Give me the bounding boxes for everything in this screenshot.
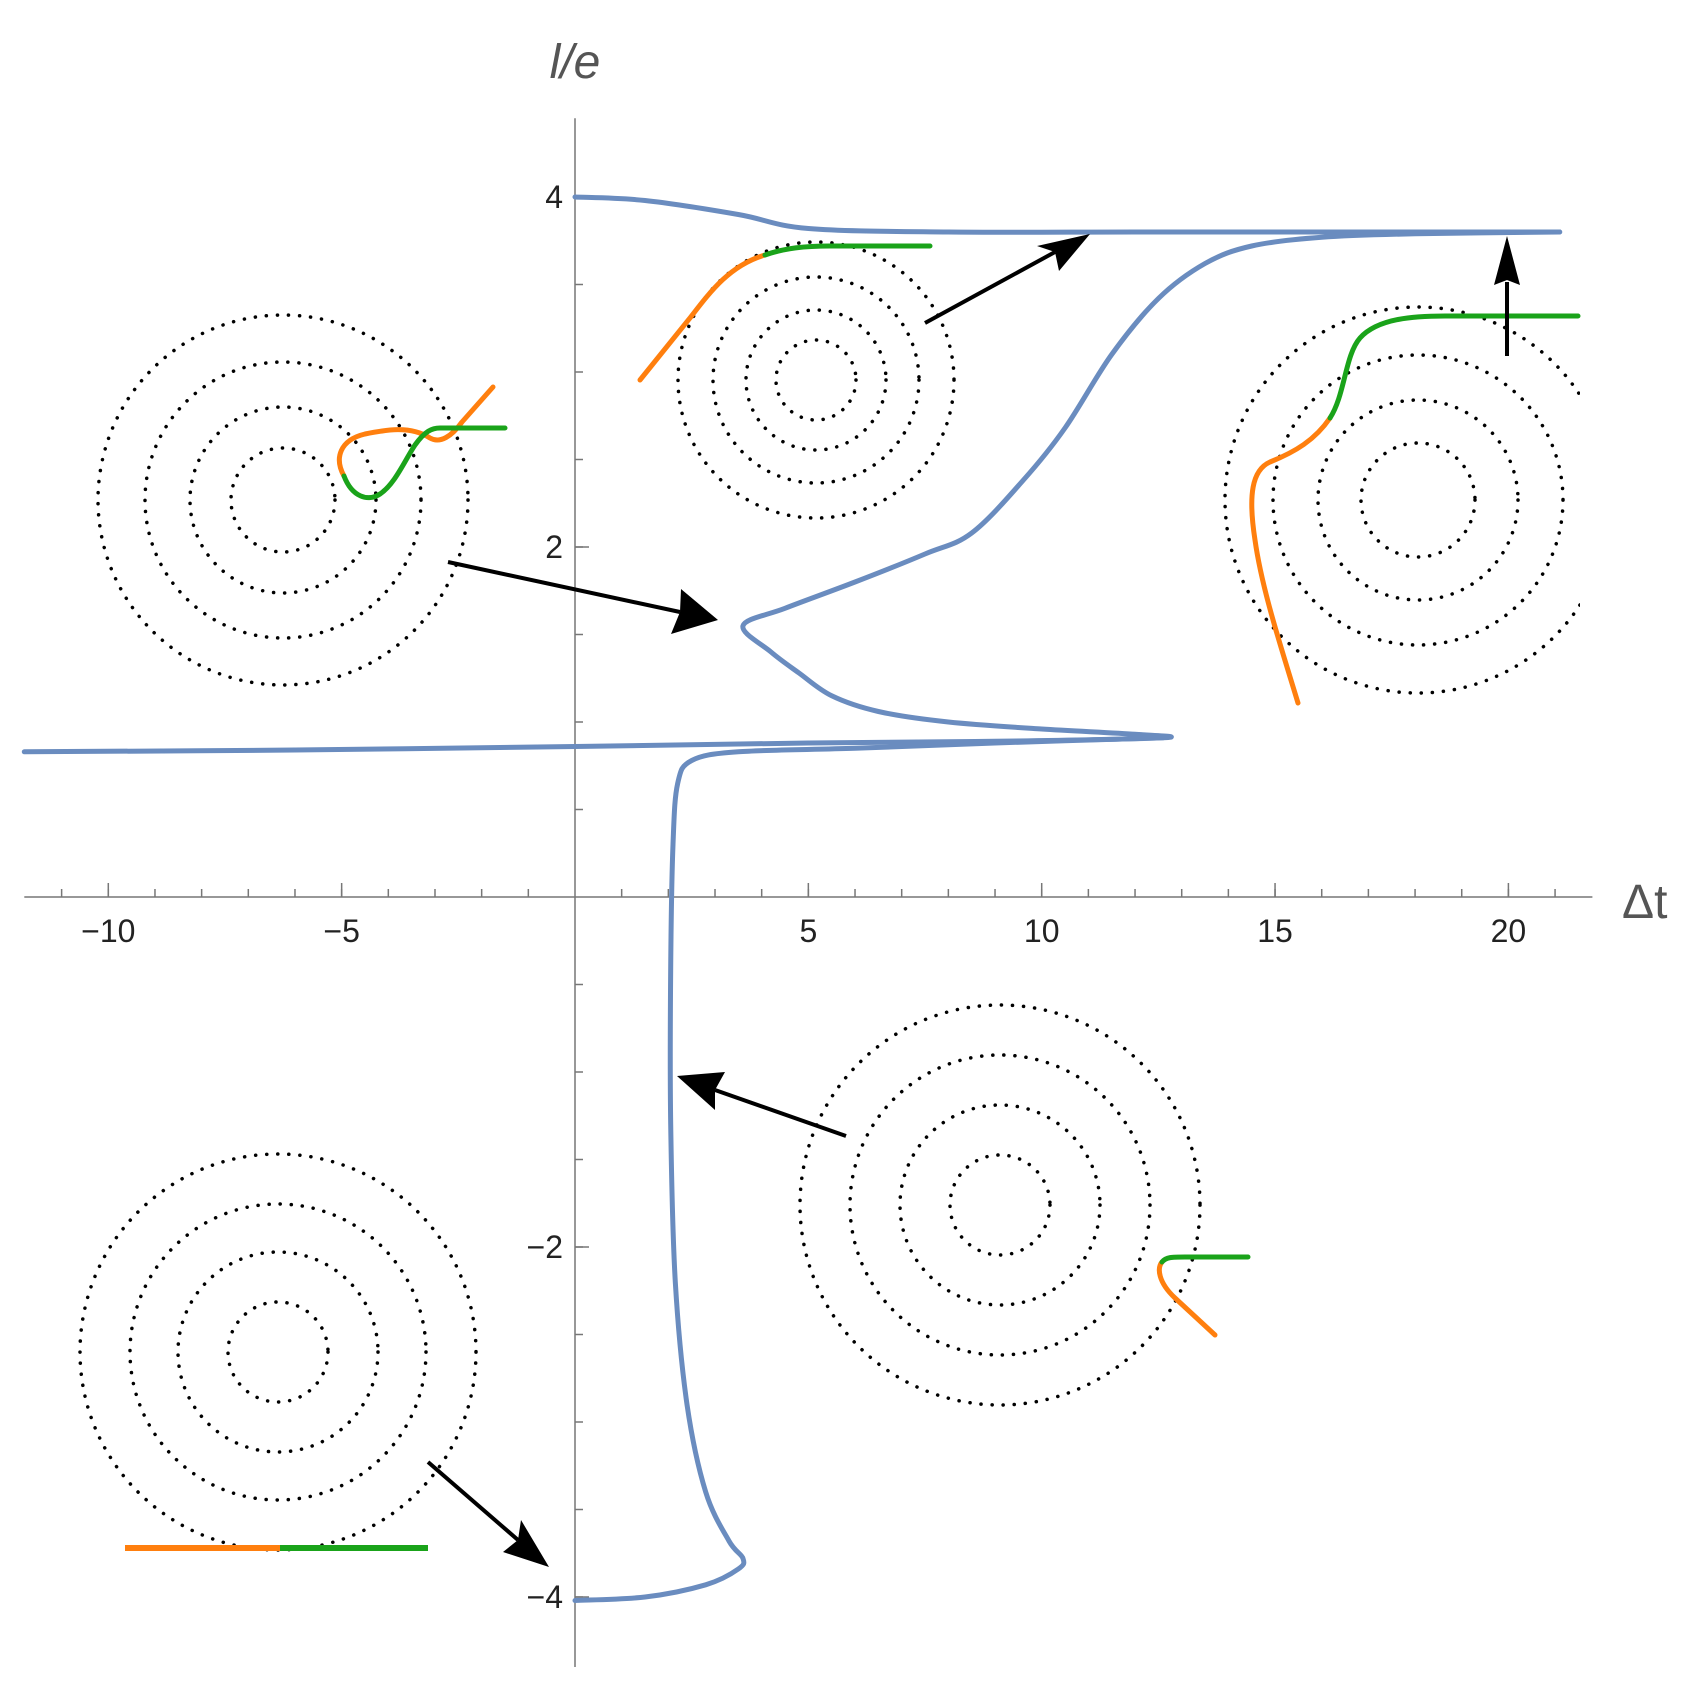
x-tick-label: −5: [323, 913, 359, 949]
orange-trajectory: [1249, 415, 1333, 706]
dotted-orbit: [744, 308, 888, 452]
arrow-head: [1037, 234, 1090, 271]
dotted-orbit: [774, 338, 858, 422]
y-tick-label: 2: [545, 529, 563, 565]
dotted-orbit: [1316, 398, 1520, 602]
inset-right-bottom: [798, 1003, 1251, 1407]
dotted-orbit: [1271, 353, 1565, 647]
dotted-orbit: [96, 313, 470, 687]
green-trajectory: [1159, 1254, 1251, 1265]
arrow-shaft: [714, 1088, 847, 1138]
arrow-to-lower-branch: [677, 1072, 847, 1138]
dotted-orbit: [176, 1250, 380, 1454]
x-tick-label: 5: [799, 913, 817, 949]
dotted-orbit: [143, 360, 423, 640]
dotted-orbit: [798, 1003, 1202, 1407]
dotted-orbit: [948, 1153, 1052, 1257]
series-line: [572, 194, 1563, 235]
y-tick-label: 4: [545, 179, 563, 215]
dotted-orbit: [229, 446, 337, 554]
dotted-orbit: [848, 1053, 1152, 1357]
dotted-orbit: [128, 1202, 428, 1502]
axes: −10 −5 5 10 15 20 −4 −2 2 4: [24, 118, 1593, 1667]
dotted-orbit: [188, 405, 378, 595]
dotted-orbit: [898, 1103, 1102, 1307]
arrow-head: [671, 589, 718, 634]
x-tick-label: −10: [81, 913, 135, 949]
x-tick-label: 20: [1491, 913, 1527, 949]
green-trajectory: [1327, 313, 1581, 421]
y-tick-label: −4: [527, 1579, 563, 1615]
labels: Δt l/e: [550, 36, 1668, 929]
arrow-to-upper-branch: [924, 234, 1090, 325]
arrow-head: [1494, 236, 1520, 285]
dotted-orbit: [1223, 305, 1613, 695]
green-trajectory: [341, 425, 508, 501]
orange-trajectory: [637, 252, 768, 383]
arrow-shaft: [447, 560, 681, 614]
inset-left-top: [96, 313, 508, 687]
inset-edge-mask: [1580, 0, 1689, 900]
x-tick-label: 10: [1024, 913, 1060, 949]
annotation-arrows: [426, 234, 1520, 1567]
y-tick-label: −2: [527, 1229, 563, 1265]
arrow-head: [677, 1072, 725, 1110]
arrow-to-bottom-turn: [426, 1460, 549, 1567]
arrow-shaft: [924, 250, 1056, 325]
x-tick-label: 15: [1257, 913, 1293, 949]
green-trajectory: [762, 243, 933, 258]
series-line: [21, 229, 1563, 755]
arrow-up-right: [1494, 236, 1520, 356]
x-axis-title: Δt: [1622, 876, 1667, 929]
dotted-orbit: [711, 275, 921, 485]
dotted-orbit: [1359, 441, 1477, 559]
series-line: [572, 735, 1166, 1603]
arrow-shaft: [426, 1460, 520, 1542]
orange-trajectory: [1156, 1259, 1218, 1338]
y-axis-title: l/e: [550, 36, 601, 89]
dotted-orbit: [78, 1152, 478, 1552]
arrow-to-cusp: [447, 560, 718, 634]
dotted-orbit: [226, 1300, 330, 1404]
inset-center-top: [637, 240, 956, 520]
arrow-head: [503, 1520, 549, 1567]
orange-trajectory: [336, 384, 496, 479]
orbit-insets: [78, 0, 1689, 1552]
dotted-orbit: [676, 240, 956, 520]
curves: [21, 194, 1563, 1603]
inset-right-top: [1223, 0, 1689, 900]
inset-left-bottom: [78, 1152, 478, 1552]
